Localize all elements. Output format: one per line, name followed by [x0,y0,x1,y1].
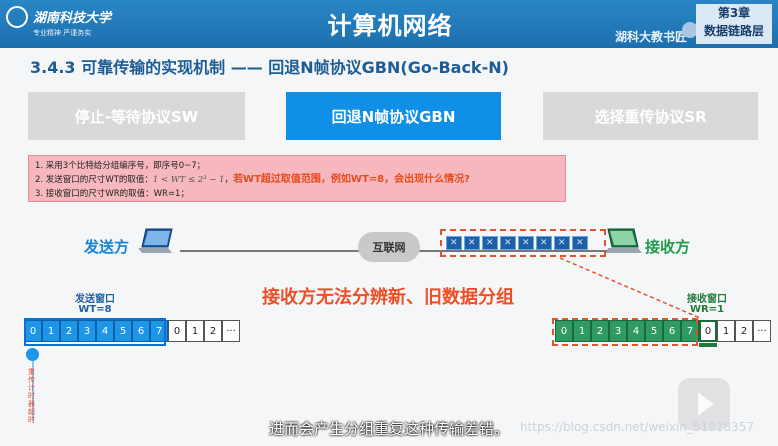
lost-packet-icon [446,236,462,250]
note-line-3: 3. 接收窗口的尺寸WR的取值：WR=1； [35,189,189,199]
lost-packet-icon [482,236,498,250]
recv-window-size: WR=1 [689,304,725,315]
logo-motto: 专业精神 严谨务实 [33,29,92,37]
seq-cell: 2 [60,320,78,342]
course-title: 计算机网络 [327,12,453,40]
slide-header: 湖南科技大学 专业精神 严谨务实 计算机网络 湖科大教书匠 第3章 数据链路层 [0,0,778,48]
seq-cell: ··· [222,320,240,342]
lost-packet-icon [518,236,534,250]
timer-label: 重传计时器超时 [28,368,35,424]
receiver-label: 接收方 [645,238,691,256]
sender-label: 发送方 [84,238,130,256]
timer-icon [26,348,39,361]
send-window-frame [24,318,166,346]
send-window-size: WT=8 [78,304,112,315]
seq-cell: 1 [717,320,735,342]
recv-window-title: 接收窗口 [687,294,727,305]
seq-cell: 1 [573,320,591,342]
internet-cloud: 互联网 [358,232,420,262]
tab-go-back-n[interactable]: 回退N帧协议GBN [286,92,501,140]
seq-cell: 2 [591,320,609,342]
lost-packet-icon [536,236,552,250]
university-logo: 湖南科技大学 专业精神 严谨务实 [6,4,126,42]
lost-packet-icon [554,236,570,250]
recv-window-marker [699,343,717,347]
tab-stop-and-wait[interactable]: 停止-等待协议SW [28,92,245,140]
seq-cell: 2 [204,320,222,342]
note-question: 若WT超过取值范围，例如WT=8，会出现什么情况? [233,174,470,185]
seq-cell: 3 [609,320,627,342]
seq-cell: 1 [186,320,204,342]
sender-laptop-icon [138,228,173,253]
lost-packet-icon [500,236,516,250]
seq-cell: 3 [78,320,96,342]
seq-cell: 6 [663,320,681,342]
chapter-badge: 第3章 数据链路层 [696,4,772,44]
lost-packet-icon [572,236,588,250]
protocol-notes: 1. 采用3个比特给分组编序号，即序号0~7； 2. 发送窗口的尺寸WT的取值：… [28,155,566,202]
logo-name: 湖南科技大学 [33,11,112,26]
seq-cell: ··· [753,320,771,342]
chapter-name: 数据链路层 [703,24,764,38]
tab-selective-repeat[interactable]: 选择重传协议SR [543,92,758,140]
seq-cell: 7 [150,320,168,342]
seq-cell: 0 [168,320,186,342]
note-line-1: 1. 采用3个比特给分组编序号，即序号0~7； [35,161,206,171]
window-formula: 1 < WT ≤ 2³ − 1 [152,175,225,185]
seq-cell: 0 [699,320,717,342]
section-title: 3.4.3 可靠传输的实现机制 —— 回退N帧协议GBN(Go-Back-N) [30,58,509,77]
chapter-number: 第3章 [717,6,751,20]
emblem-icon [6,6,28,28]
seq-cell: 4 [96,320,114,342]
video-subtitle: 进而会产生分组重复这种传输差错。 [268,420,509,438]
seq-cell: 4 [627,320,645,342]
seq-cell: 5 [114,320,132,342]
lost-packets-group [440,229,606,257]
seq-cell: 5 [645,320,663,342]
send-window-title: 发送窗口 [75,294,115,305]
author-label: 湖科大教书匠 [615,30,688,44]
play-icon[interactable] [678,378,730,430]
seq-cell: 2 [735,320,753,342]
note-line-2-prefix: 2. 发送窗口的尺寸WT的取值： [35,175,153,185]
recv-old-frame [552,318,698,346]
arrow-connector [559,257,701,319]
lost-packet-icon [464,236,480,250]
gear-icon [682,22,698,38]
seq-cell: 6 [132,320,150,342]
seq-cell: 0 [555,320,573,342]
receiver-laptop-icon [606,228,642,253]
note-line-2: 2. 发送窗口的尺寸WT的取值：1 < WT ≤ 2³ − 1，若WT超过取值范… [35,174,470,185]
seq-cell: 1 [42,320,60,342]
timer-line [32,361,34,421]
watermark: https://blog.csdn.net/weixin_51818357 [520,420,755,434]
seq-cell: 0 [24,320,42,342]
warning-text: 接收方无法分辨新、旧数据分组 [262,287,514,308]
seq-cell: 7 [681,320,699,342]
